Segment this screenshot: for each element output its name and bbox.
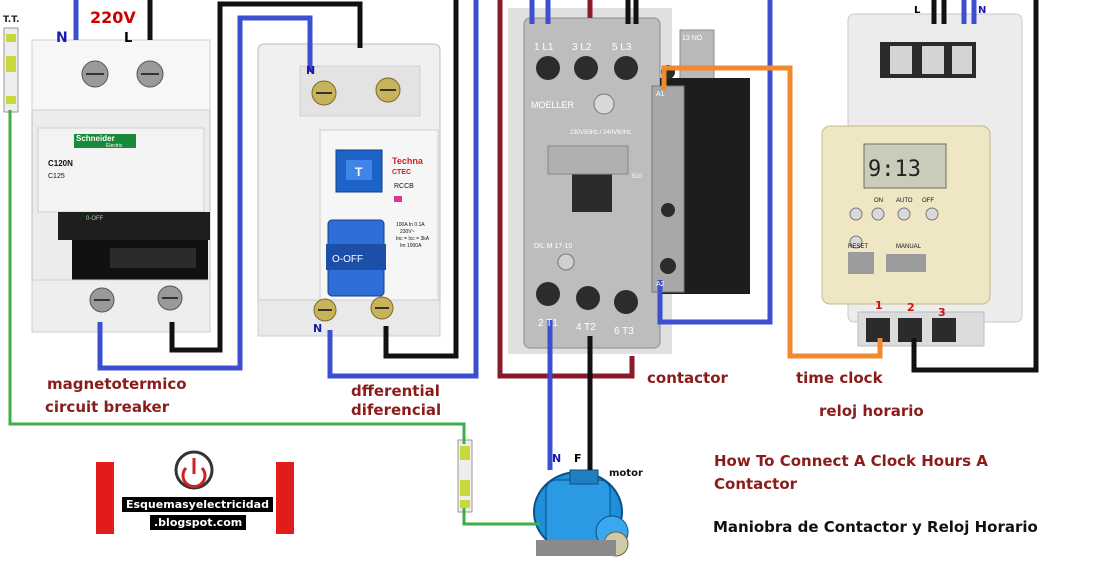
timer-btn-on: ON (874, 198, 883, 204)
rcd-label-en: dfferential (351, 382, 440, 400)
contactor-term-bottom-2: 4 T2 (576, 322, 596, 333)
wire-earth (8, 110, 540, 526)
breaker-model: C120N (48, 159, 73, 168)
breaker-top-n: N (56, 30, 68, 46)
wire-timer-t2 (911, 0, 1039, 373)
rcd-test-button: T (355, 165, 363, 179)
breaker-top-l: L (124, 31, 133, 46)
contactor-device (508, 8, 750, 354)
title-en-line-1: How To Connect A Clock Hours A (714, 452, 988, 470)
timer-label-en: time clock (796, 369, 883, 387)
contactor-a1: A1 (656, 91, 665, 98)
voltage-label: 220V (90, 8, 136, 27)
rcd-label-es: diferencial (351, 401, 442, 419)
wire-rcd-n-out (327, 0, 479, 379)
contactor-model: DIL M 17-10 (534, 243, 572, 250)
rcd-brand-sub: CTEC (392, 169, 411, 176)
wire-breaker-to-rcd-n (97, 15, 313, 371)
contactor-brand: MOELLER (531, 100, 575, 110)
contactor-term-bottom-1: 2 T1 (538, 318, 558, 329)
logo-left-bar (96, 462, 114, 534)
wire-breaker-to-rcd-l (169, 1, 363, 353)
timer-display: 9:13 (868, 157, 921, 182)
timer-top-n: N (978, 5, 987, 16)
contactor-term-top-1: 1 L1 (534, 42, 554, 53)
contactor-term-bottom-3: 6 T3 (614, 326, 634, 337)
timer-btn-manual: MANUAL (896, 244, 922, 250)
wire-coil-a1 (661, 65, 883, 359)
wires (8, 0, 1039, 526)
contactor-term-top-2: 3 L2 (572, 42, 592, 53)
motor-label: motor (609, 468, 643, 479)
timer-terminal-3: 3 (938, 306, 946, 319)
timer-terminal-2: 2 (907, 301, 915, 314)
breaker-label-en: circuit breaker (45, 398, 170, 416)
wire-rcd-l-out (383, 0, 459, 359)
timer-btn-auto: AUTO (896, 198, 913, 204)
title-en-line-2: Contactor (714, 475, 798, 493)
timer-device (821, 13, 1023, 347)
rcd-brand: Techna (392, 156, 424, 166)
timer-btn-off: OFF (922, 198, 934, 204)
contactor-term-top-3: 5 L3 (612, 42, 632, 53)
wire-maroon-loop (497, 0, 635, 379)
blog-logo (96, 450, 294, 534)
rcd-top-n: N (306, 64, 316, 77)
device-text: Schneider Electric C120N C125 0-OFF Tech… (48, 35, 934, 337)
rcd-type: RCCB (394, 183, 414, 190)
breaker-brand-sub: Electric (106, 143, 123, 149)
rcd-spec-2: 230V~ (400, 229, 415, 235)
contactor-a2: A2 (656, 281, 665, 288)
timer-btn-reset: RESET (848, 244, 868, 250)
logo-line-1: Esquemasyelectricidad (122, 497, 273, 512)
logo-line-2: .blogspot.com (150, 515, 247, 530)
wire-coil-a2 (657, 0, 773, 325)
motor-device (533, 469, 629, 557)
motor-earth-terminal (457, 439, 473, 513)
contactor-label: contactor (647, 369, 728, 387)
rcd-bottom-n: N (313, 322, 323, 335)
contactor-coil: 230V50Hz / 240V60Hz (570, 130, 631, 136)
timer-top-l: L (914, 5, 921, 16)
rcd-toggle-text: O-OFF (332, 254, 363, 265)
title-es: Maniobra de Contactor y Reloj Horario (713, 518, 1038, 536)
contactor-code: 510 (632, 174, 643, 180)
breaker-brand: Schneider (76, 134, 115, 143)
motor-n-label: N (552, 452, 562, 465)
rcd-spec-1: 100A In 0.1A (396, 222, 425, 228)
timer-terminal-1: 1 (875, 299, 883, 312)
rcd-spec-4: Im 1000A (400, 243, 422, 249)
timer-label-es: reloj horario (819, 402, 924, 420)
logo-right-bar (276, 462, 294, 534)
rcd-spec-3: Inc = Icc = 3kA (396, 236, 430, 242)
breaker-rating: C125 (48, 173, 65, 180)
rcd-device (257, 43, 441, 337)
motor-f-label: F (574, 452, 582, 465)
contactor-aux: 13 NO (682, 35, 703, 42)
earth-label: T.T. (3, 15, 20, 25)
breaker-label-es: magnetotermico (47, 375, 187, 393)
earth-terminal (3, 27, 19, 113)
circuit-breaker (31, 39, 211, 333)
breaker-toggle-text: 0-OFF (86, 216, 104, 222)
